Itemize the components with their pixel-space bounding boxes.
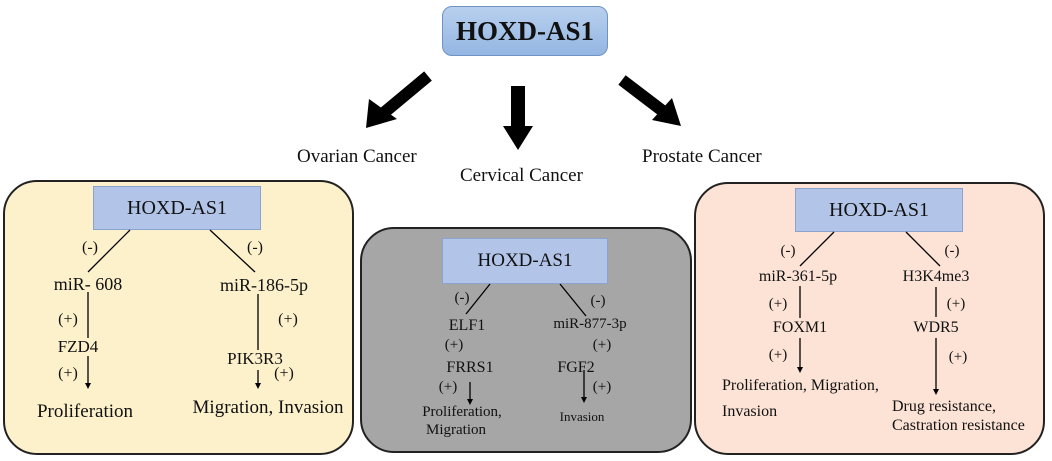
prostate-right-sign-bottom: (+) <box>948 349 968 365</box>
cervical-left-sign-mid: (+) <box>444 337 464 353</box>
ovarian-right-sign-top: (-) <box>247 239 263 256</box>
cervical-left-sign-top: (-) <box>454 290 470 306</box>
ovarian-left-sign-mid: (+) <box>58 311 78 328</box>
prostate-right-outcome-line1: Drug resistance, <box>892 398 996 415</box>
arrow-to-ovarian <box>366 71 432 128</box>
prostate-left-sign-top: (-) <box>780 243 796 259</box>
cervical-right-sign-bottom: (+) <box>592 379 612 395</box>
hub-node-prostate: HOXD-AS1 <box>795 188 963 232</box>
prostate-right-sign-top: (-) <box>944 243 960 259</box>
ovarian-left-outcome: Proliferation <box>36 401 134 422</box>
prostate-right-outcome-line2: Castration resistance <box>892 417 1025 434</box>
prostate-left-outcome-line2: Invasion <box>722 403 778 420</box>
prostate-left-sign-bottom: (+) <box>768 347 788 363</box>
ovarian-right-sign-mid: (+) <box>278 311 298 328</box>
cervical-right-sign-mid: (+) <box>592 337 612 353</box>
ovarian-right-mirna: miR-186-5p <box>220 275 308 295</box>
cervical-left-mirna: ELF1 <box>448 317 486 334</box>
cancer-label-cervical: Cervical Cancer <box>460 165 583 186</box>
hub-node-cervical: HOXD-AS1 <box>442 238 608 284</box>
ovarian-right-sign-bottom: (+) <box>274 365 294 382</box>
cervical-right-mirna: miR-877-3p <box>553 316 627 332</box>
ovarian-right-target: PIK3R3 <box>227 349 283 368</box>
prostate-left-sign-mid: (+) <box>768 296 788 312</box>
prostate-right-sign-mid: (+) <box>946 296 966 312</box>
ovarian-left-mirna: miR- 608 <box>53 274 123 294</box>
ovarian-left-target: FZD4 <box>57 337 99 356</box>
cervical-right-target: FGF2 <box>557 359 595 376</box>
arrow-to-prostate <box>618 75 681 126</box>
cervical-right-outcome: Invasion <box>559 409 605 424</box>
cervical-left-outcome-line2: Migration <box>426 422 486 438</box>
root-node-hoxd-as1: HOXD-AS1 <box>442 6 608 56</box>
cervical-left-sign-bottom: (+) <box>438 379 458 395</box>
cervical-left-outcome-line1: Proliferation, <box>422 404 502 420</box>
cervical-left-target: FRRS1 <box>446 359 494 376</box>
prostate-left-mirna: miR-361-5p <box>758 268 838 285</box>
prostate-left-target: FOXM1 <box>772 319 828 336</box>
ovarian-left-sign-bottom: (+) <box>58 365 78 382</box>
arrow-to-cervical <box>503 86 533 150</box>
hub-node-ovarian: HOXD-AS1 <box>93 186 261 230</box>
ovarian-left-sign-top: (-) <box>82 239 98 256</box>
cancer-label-ovarian: Ovarian Cancer <box>297 146 417 167</box>
cancer-label-prostate: Prostate Cancer <box>642 146 762 167</box>
prostate-right-target: WDR5 <box>913 319 959 336</box>
prostate-left-outcome-line1: Proliferation, Migration, <box>722 377 879 394</box>
prostate-right-mirna: H3K4me3 <box>902 268 970 285</box>
ovarian-right-outcome: Migration, Invasion <box>192 397 344 418</box>
cervical-right-sign-top: (-) <box>590 293 606 309</box>
